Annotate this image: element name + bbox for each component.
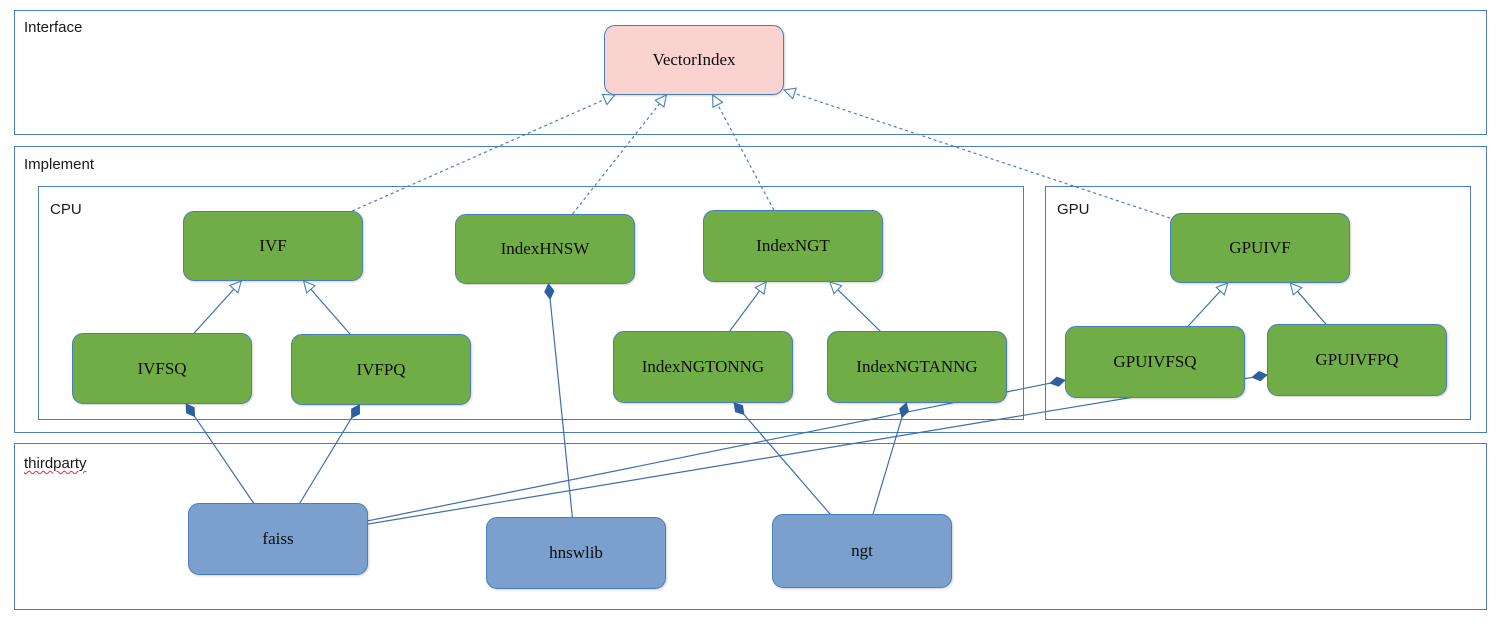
node-label: IVFPQ: [356, 359, 406, 379]
group-label-implement: Implement: [24, 156, 95, 173]
node-label: faiss: [262, 529, 294, 548]
node-label: IVFSQ: [137, 358, 187, 378]
node-ivf[interactable]: IVF: [183, 211, 363, 281]
node-label: ngt: [851, 541, 873, 560]
node-label: IndexNGTONNG: [641, 357, 765, 376]
node-faiss[interactable]: faiss: [188, 503, 368, 575]
node-ngt[interactable]: ngt: [772, 514, 952, 588]
node-label: GPUIVFPQ: [1315, 350, 1399, 369]
node-gpuivfsq[interactable]: GPUIVFSQ: [1065, 326, 1245, 398]
node-ivfpq[interactable]: IVFPQ: [291, 334, 471, 405]
node-label: VectorIndex: [652, 50, 736, 69]
group-label-gpu: GPU: [1057, 201, 1090, 218]
node-label: IndexNGT: [756, 236, 830, 255]
group-label-thirdparty: thirdparty: [24, 455, 87, 472]
node-hnswlib[interactable]: hnswlib: [486, 517, 666, 589]
group-label-cpu: CPU: [50, 201, 82, 218]
node-ivfsq[interactable]: IVFSQ: [72, 333, 252, 404]
group-box-gpu: [1045, 186, 1471, 420]
node-label: hnswlib: [549, 543, 603, 562]
node-label: IVF: [259, 236, 287, 255]
node-indexngt[interactable]: IndexNGT: [703, 210, 883, 282]
group-label-interface: Interface: [24, 19, 83, 36]
node-label: GPUIVF: [1229, 238, 1291, 257]
node-label: IndexHNSW: [500, 239, 590, 258]
node-indexngtanng[interactable]: IndexNGTANNG: [827, 331, 1007, 403]
node-indexhnsw[interactable]: IndexHNSW: [455, 214, 635, 284]
node-indexngtonng[interactable]: IndexNGTONNG: [613, 331, 793, 403]
node-gpuivf[interactable]: GPUIVF: [1170, 213, 1350, 283]
node-gpuivfpq[interactable]: GPUIVFPQ: [1267, 324, 1447, 396]
node-label: GPUIVFSQ: [1113, 352, 1197, 371]
node-vectorindex[interactable]: VectorIndex: [604, 25, 784, 95]
node-label: IndexNGTANNG: [856, 357, 978, 376]
